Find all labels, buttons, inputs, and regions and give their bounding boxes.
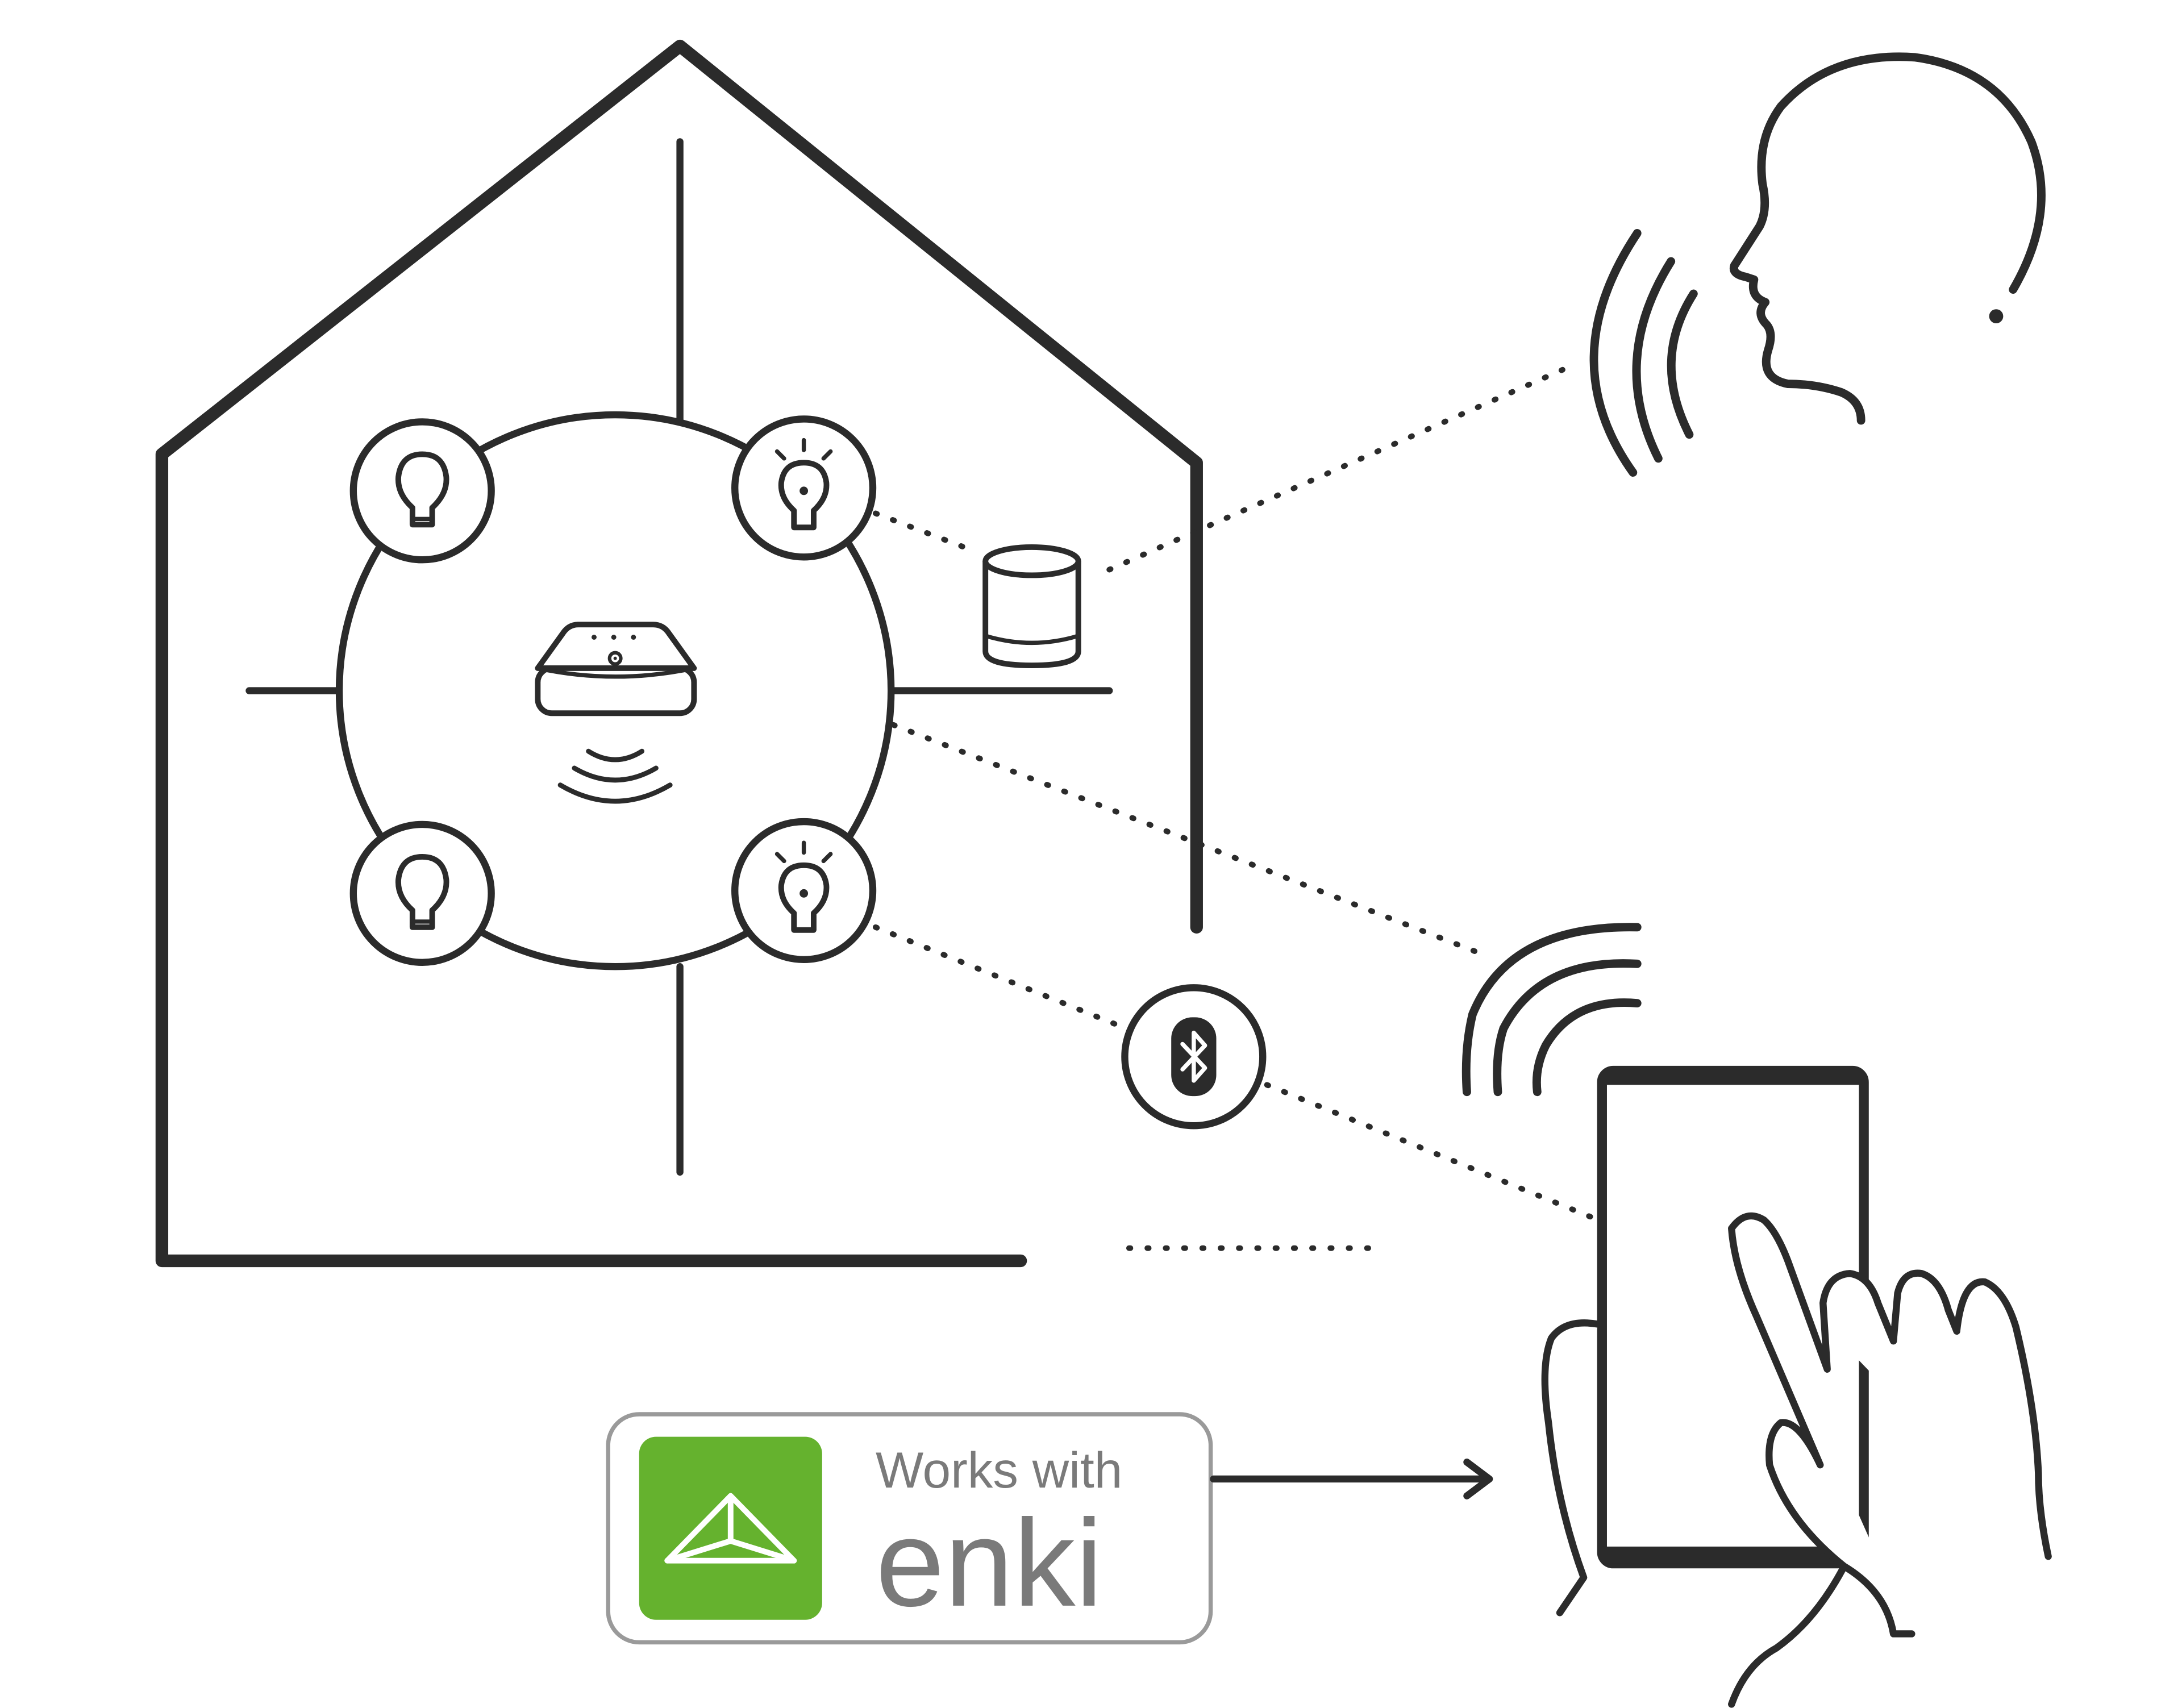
house-icon [155, 39, 1203, 1268]
lightbulb-icon [349, 418, 495, 564]
hand-icon [1541, 1212, 2052, 1708]
hub-signal-icon [557, 748, 673, 804]
enki-logo-mark [664, 1493, 797, 1564]
lightbulb-on-icon [731, 818, 877, 963]
works-with-enki-badge: Works with enki [606, 1412, 1213, 1645]
lightbulb-on-icon [731, 415, 877, 561]
phone-signal-icon [1461, 923, 1642, 1097]
connection-lines [788, 366, 1667, 1251]
voice-waves-icon [1589, 229, 1698, 477]
hub-icon [535, 622, 697, 716]
arrow-icon [1210, 1459, 1493, 1499]
bluetooth-icon [1121, 984, 1267, 1130]
voice-head-icon [1729, 52, 2046, 425]
badge-line2: enki [876, 1494, 1103, 1632]
lightbulb-icon [349, 820, 495, 966]
badge-line1: Works with [876, 1442, 1122, 1498]
smart-speaker-icon [982, 544, 1081, 668]
